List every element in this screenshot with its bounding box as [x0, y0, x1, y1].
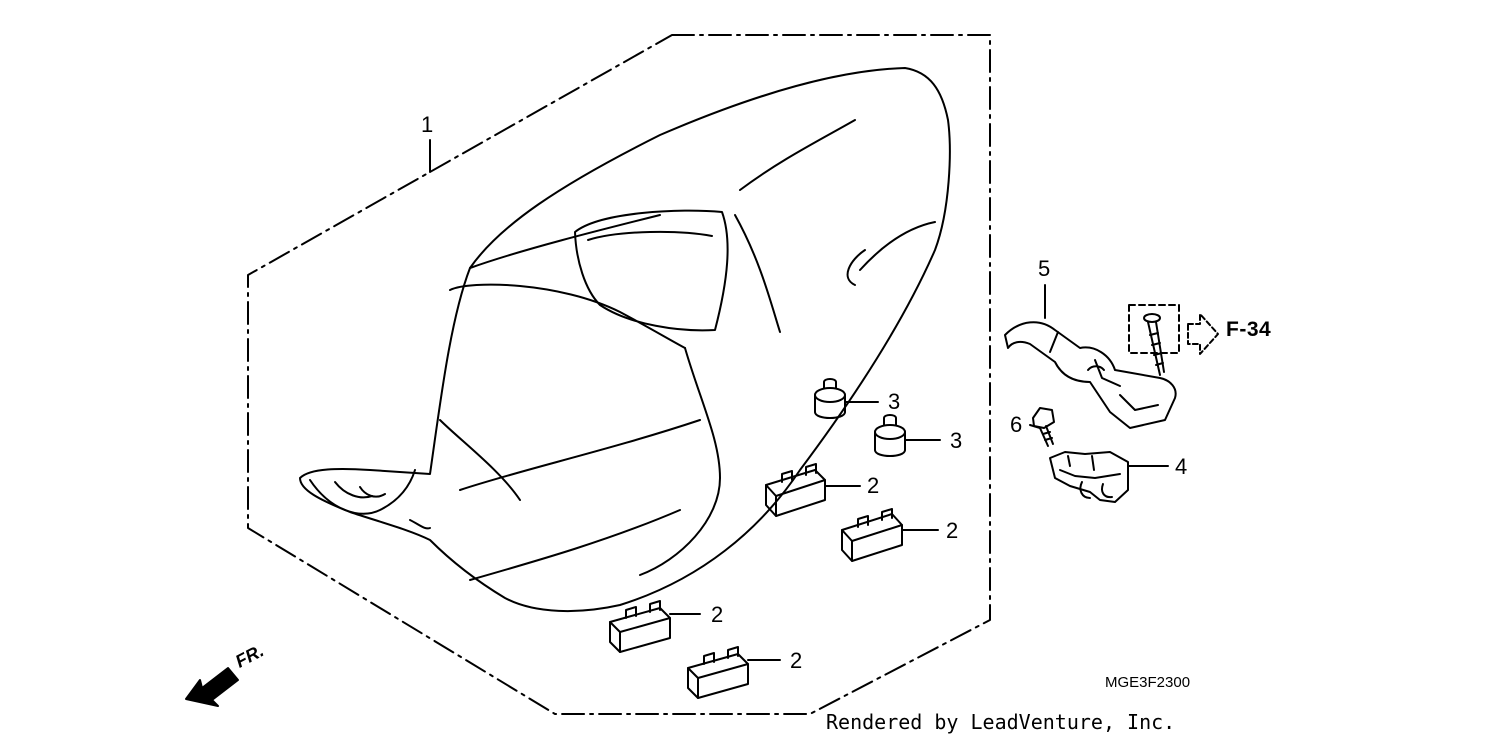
label-part-2: 2 [711, 602, 724, 627]
label-part-6: 6 [1010, 412, 1023, 437]
diagram-code: MGE3F2300 [1105, 674, 1191, 691]
label-part-2: 2 [867, 473, 880, 498]
label-part-3: 3 [888, 389, 901, 414]
leader-6 [1029, 424, 1041, 429]
credit-text: Rendered by LeadVenture, Inc. [826, 710, 1176, 734]
rubber-block-c [609, 600, 671, 653]
label-part-5: 5 [1038, 256, 1051, 281]
seat-outline [299, 67, 951, 613]
reference-label[interactable]: F-34 [1226, 318, 1272, 341]
rubber-block-b [841, 508, 903, 562]
label-part-4: 4 [1175, 454, 1188, 479]
cushion-a [814, 378, 846, 419]
label-part-2: 2 [790, 648, 803, 673]
rubber-block-d [687, 646, 749, 699]
front-arrow [185, 667, 239, 707]
lock-bracket [1004, 321, 1177, 429]
label-part-3: 3 [950, 428, 963, 453]
screw [1143, 313, 1165, 376]
assembly-boundary [247, 34, 991, 715]
cushion-b [874, 414, 906, 457]
rubber-block-a [765, 463, 826, 517]
label-part-2: 2 [946, 518, 959, 543]
seat-lock [1049, 451, 1129, 503]
label-part-1: 1 [421, 112, 434, 137]
reference-arrow [1187, 313, 1219, 355]
